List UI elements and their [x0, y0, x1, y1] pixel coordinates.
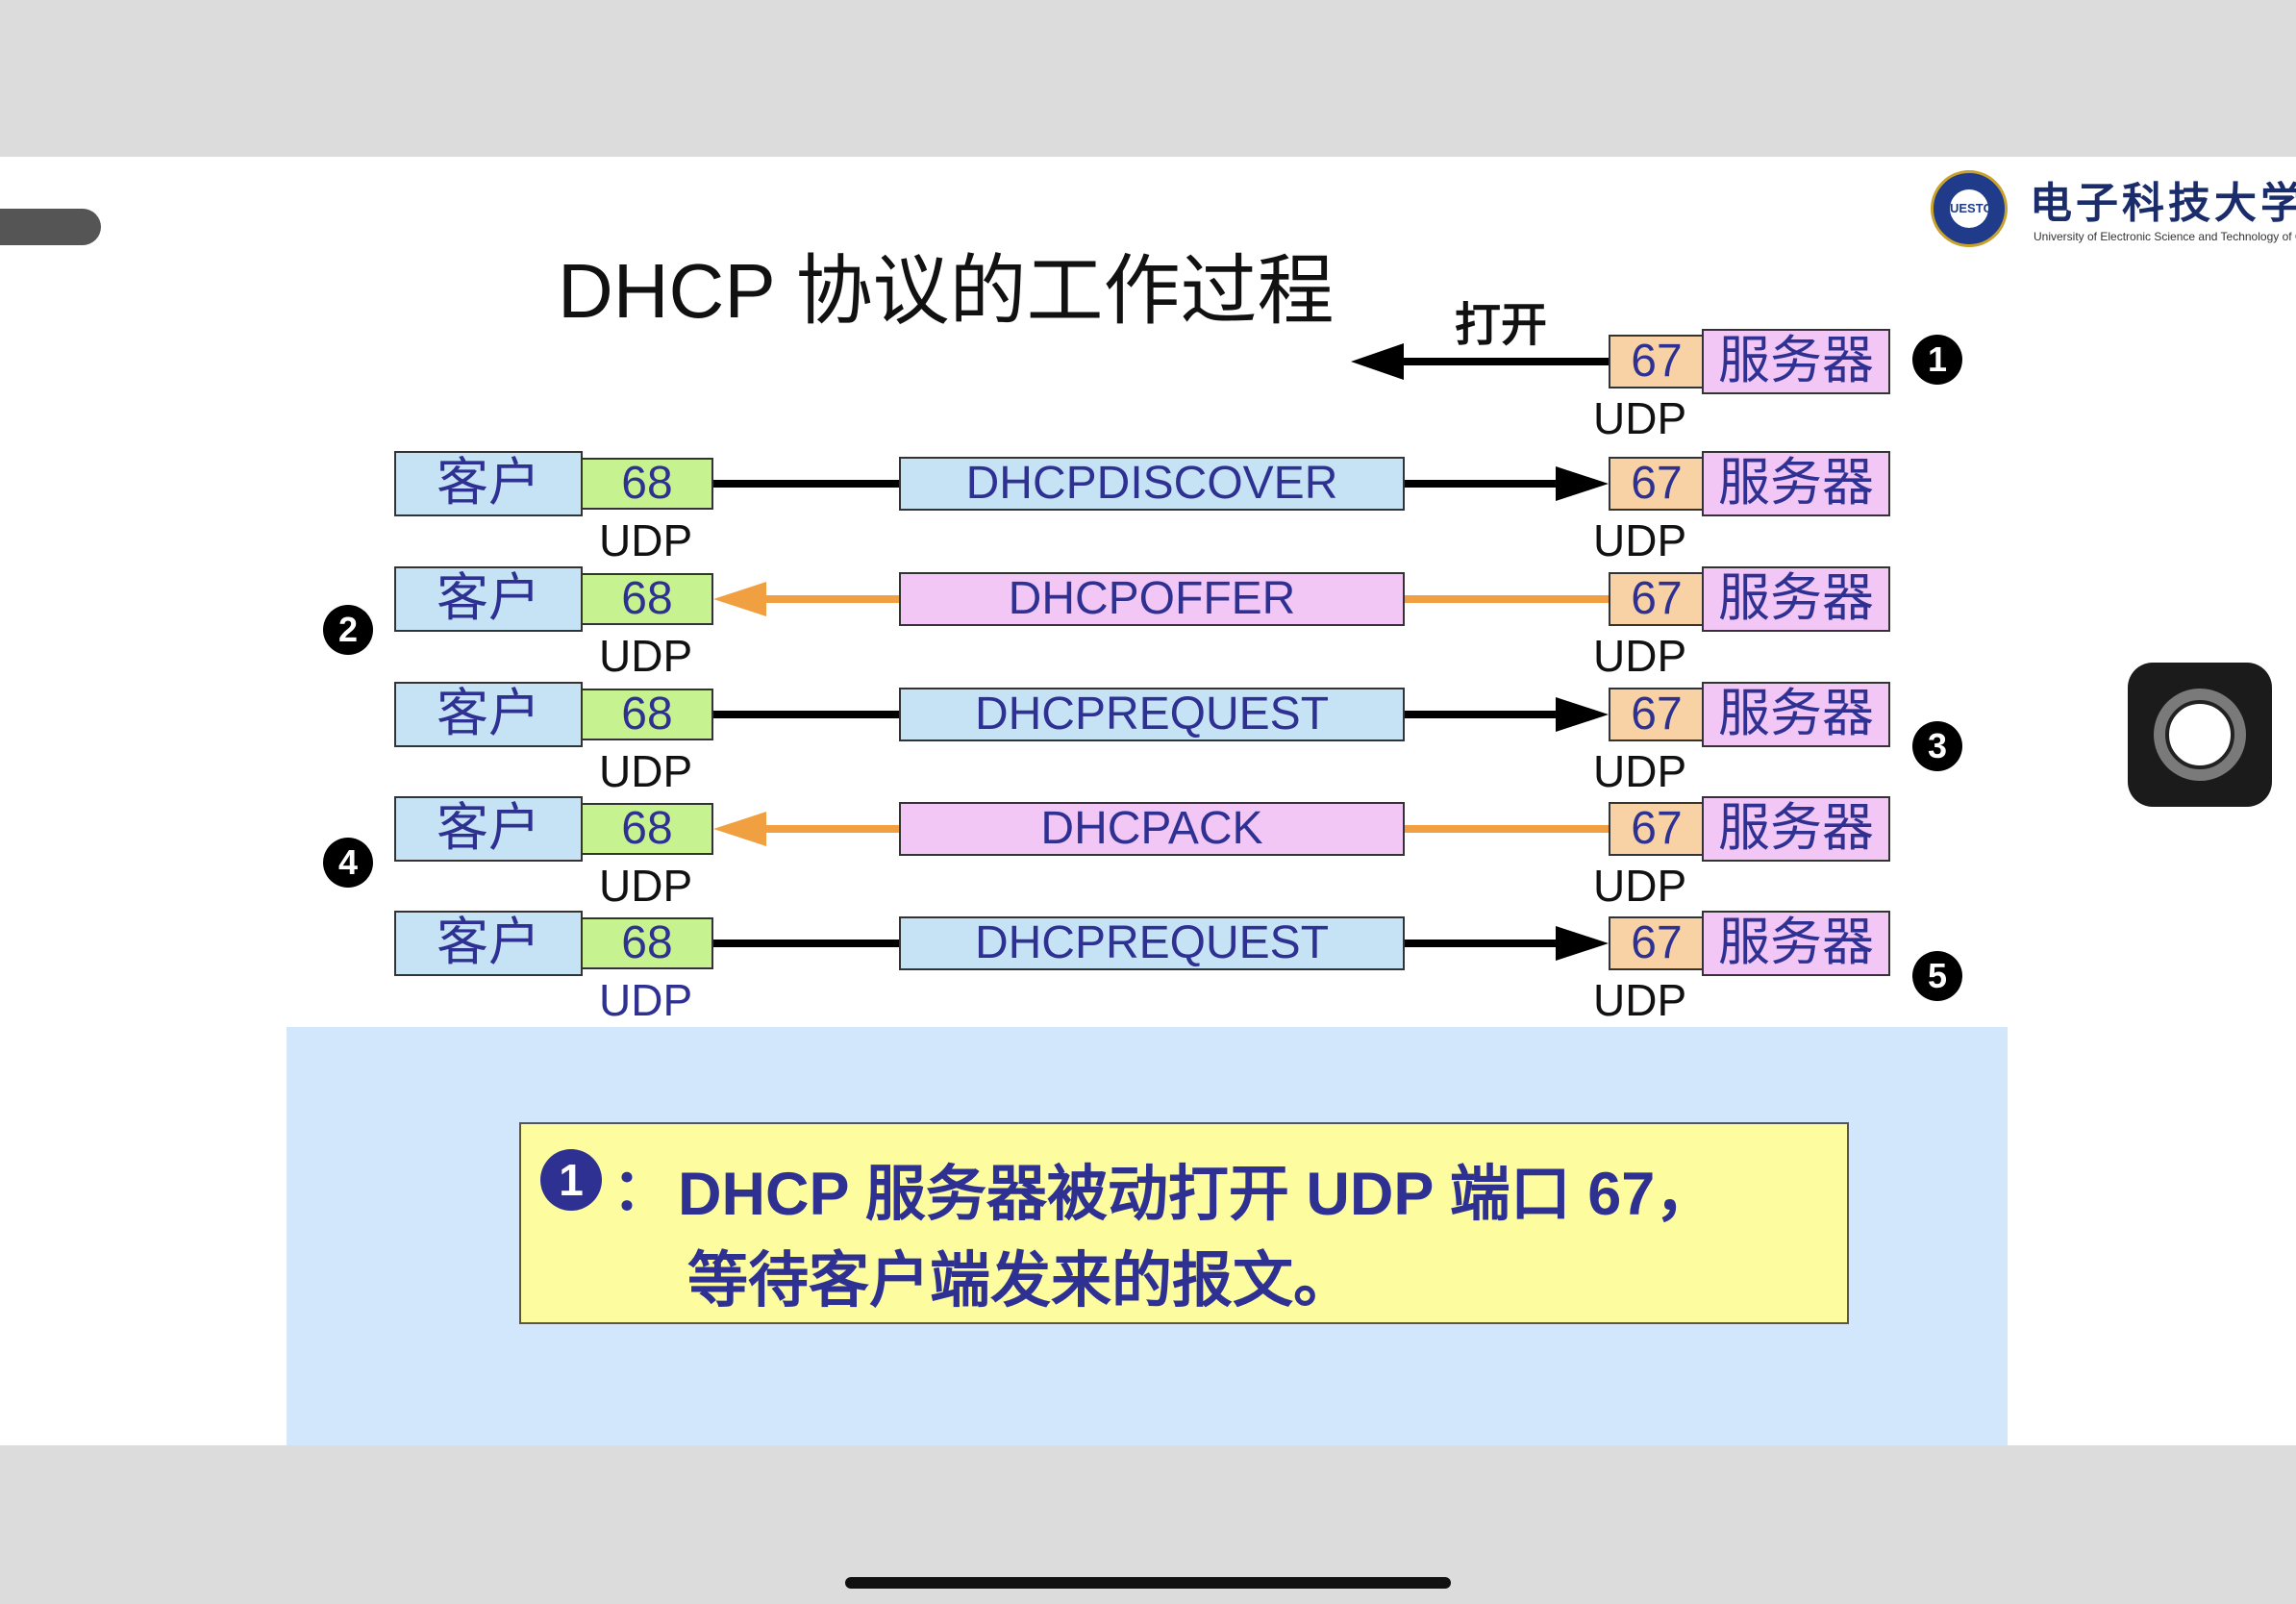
server-udp-label: UDP — [1593, 515, 1687, 565]
university-seal-icon: UESTC — [1931, 170, 2008, 247]
server-box: 服务器 — [1702, 329, 1890, 394]
server-box: 服务器 — [1702, 796, 1890, 862]
slide: DHCP 协议的工作过程 UESTC 电子科技大学 University of … — [0, 157, 2296, 1445]
seal-text: UESTC — [1950, 189, 1992, 228]
home-indicator-bar[interactable] — [845, 1577, 1451, 1589]
client-port-box: 68 — [581, 917, 713, 969]
university-name: 电子科技大学 — [2030, 179, 2296, 228]
server-box: 服务器 — [1702, 682, 1890, 747]
ack-arrow-head — [713, 812, 766, 846]
server-port-box: 67 — [1609, 572, 1705, 626]
step-marker: 2 — [323, 605, 373, 655]
server-box: 服务器 — [1702, 451, 1890, 516]
server-udp-label: UDP — [1593, 393, 1687, 443]
step-marker: 1 — [1912, 335, 1962, 385]
step-marker: 3 — [1912, 721, 1962, 771]
client-udp-label: UDP — [599, 746, 693, 796]
request-arrow-head — [1556, 697, 1609, 732]
server-box: 服务器 — [1702, 566, 1890, 632]
discover-arrow-head — [1556, 466, 1609, 501]
server-port-box: 67 — [1609, 688, 1705, 741]
client-udp-label: UDP — [599, 975, 693, 1025]
assistive-touch-button[interactable] — [2128, 663, 2272, 807]
note-colon: ： — [612, 1158, 670, 1222]
client-box: 客户 — [394, 682, 583, 747]
open-arrow-head — [1351, 343, 1404, 380]
server-port-box: 67 — [1609, 916, 1705, 970]
message-box-request: DHCPREQUEST — [899, 688, 1405, 741]
message-box-offer: DHCPOFFER — [899, 572, 1405, 626]
client-box: 客户 — [394, 566, 583, 632]
client-port-box: 68 — [581, 689, 713, 740]
home-ring-icon — [2154, 689, 2246, 781]
message-box-ack: DHCPACK — [899, 802, 1405, 856]
university-subtitle: University of Electronic Science and Tec… — [2034, 230, 2296, 243]
client-port-box: 68 — [581, 803, 713, 855]
home-dot-icon — [2165, 700, 2234, 769]
step-marker: 5 — [1912, 951, 1962, 1001]
server-box: 服务器 — [1702, 911, 1890, 976]
client-port-box: 68 — [581, 573, 713, 625]
server-port-box: 67 — [1609, 457, 1705, 511]
step-marker: 4 — [323, 838, 373, 888]
open-label: 打开 — [1455, 300, 1548, 351]
note-step-marker: 1 — [540, 1149, 602, 1211]
server-udp-label: UDP — [1593, 975, 1687, 1025]
client-box: 客户 — [394, 451, 583, 516]
client-udp-label: UDP — [599, 515, 693, 565]
explanation-note: 1 ： DHCP 服务器被动打开 UDP 端口 67， 等待客户端发来的报文。 — [519, 1122, 1849, 1324]
client-port-box: 68 — [581, 458, 713, 510]
request2-arrow-head — [1556, 926, 1609, 961]
client-udp-label: UDP — [599, 631, 693, 681]
message-box-discover: DHCPDISCOVER — [899, 457, 1405, 511]
university-logo: UESTC 电子科技大学 University of Electronic Sc… — [1931, 166, 2296, 253]
client-udp-label: UDP — [599, 861, 693, 911]
client-box: 客户 — [394, 911, 583, 976]
message-box-request-2: DHCPREQUEST — [899, 916, 1405, 970]
server-udp-label: UDP — [1593, 861, 1687, 911]
client-box: 客户 — [394, 796, 583, 862]
side-panel-handle[interactable] — [0, 209, 101, 245]
slide-title: DHCP 协议的工作过程 — [558, 248, 1335, 334]
offer-arrow-head — [713, 582, 766, 616]
note-line-2: 等待客户端发来的报文。 — [687, 1247, 1354, 1315]
server-udp-label: UDP — [1593, 631, 1687, 681]
server-port-box: 67 — [1609, 335, 1705, 388]
message-arrows — [713, 343, 1609, 961]
server-port-box: 67 — [1609, 802, 1705, 856]
note-line-1: DHCP 服务器被动打开 UDP 端口 67， — [678, 1161, 1716, 1228]
server-udp-label: UDP — [1593, 746, 1687, 796]
